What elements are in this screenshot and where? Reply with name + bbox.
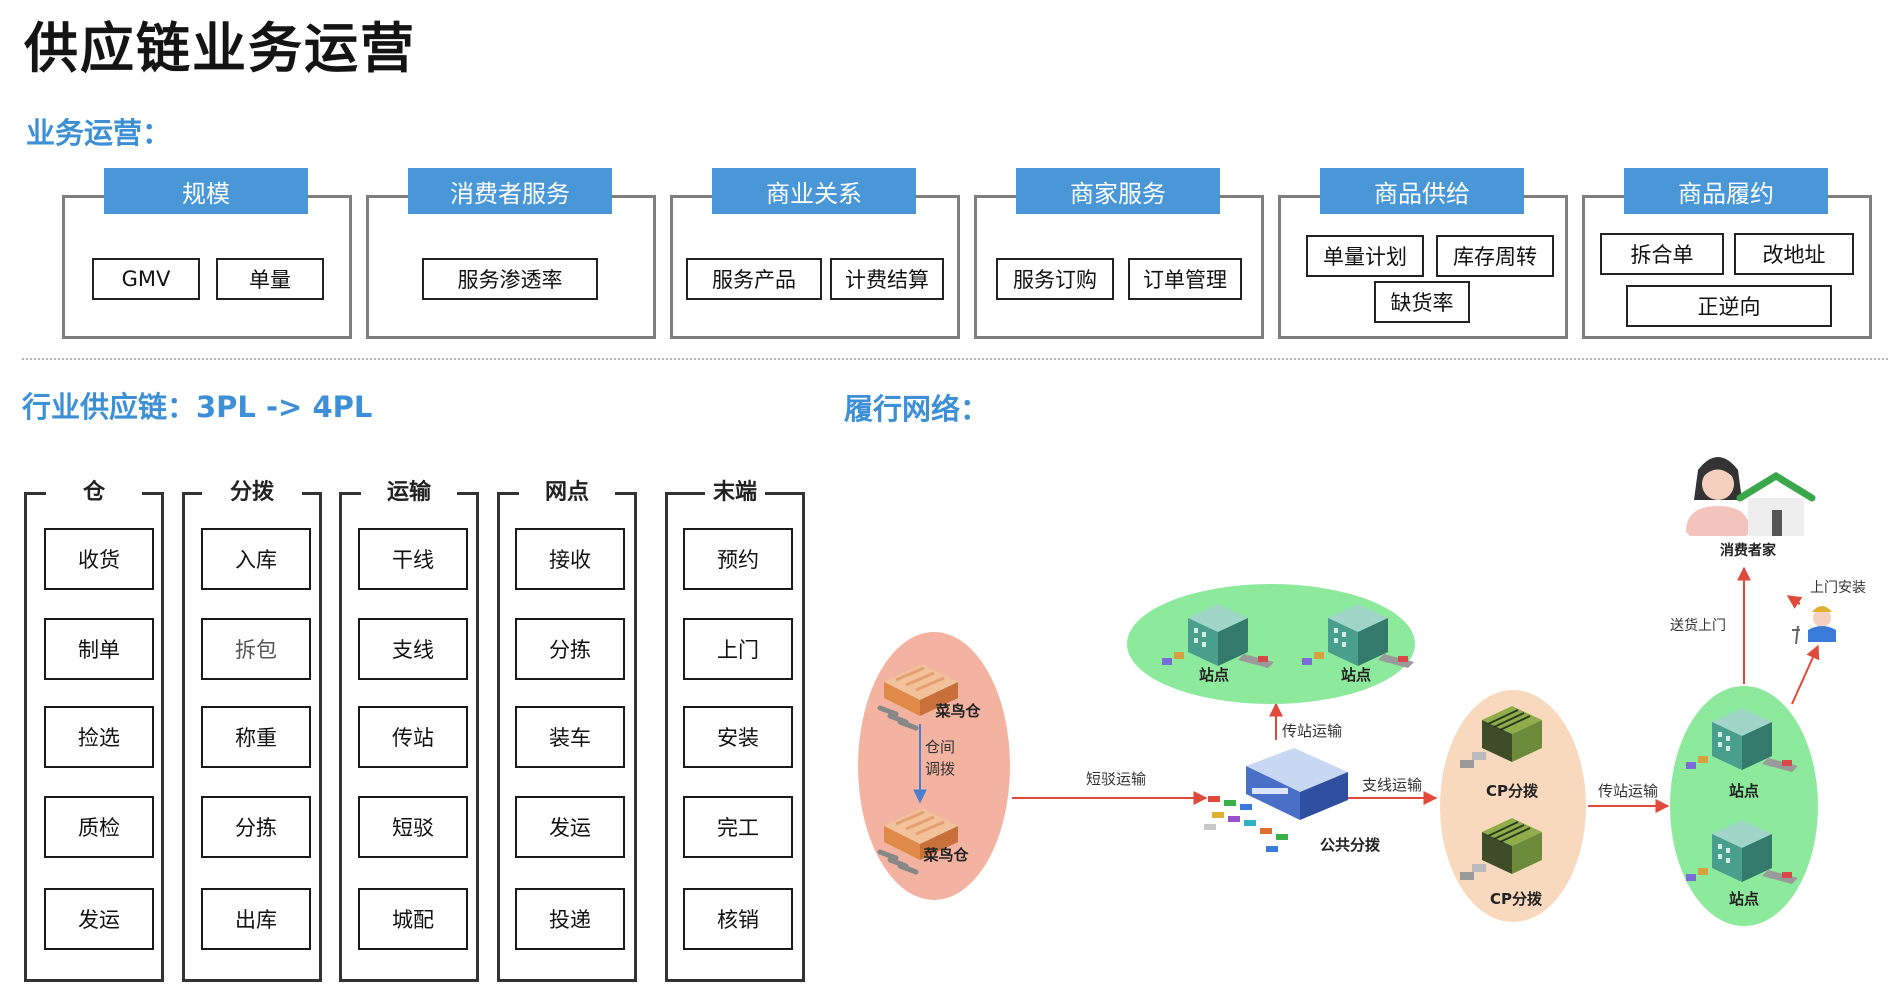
ops-tag-stockout-rate: 缺货率 [1374, 281, 1470, 323]
right-station-label-2: 站点 [1729, 890, 1759, 908]
chain-column-last-mile-tick-right [765, 492, 805, 495]
public-hub-icon [1246, 748, 1348, 820]
relay-up-label: 传站运输 [1282, 722, 1342, 740]
chain-item-make-order: 制单 [44, 618, 154, 680]
chain-column-outlet-tick-left [497, 492, 519, 495]
network-section-label: 履行网络： [844, 392, 990, 426]
install-arrow [1786, 595, 1803, 609]
deliver-label: 送货上门 [1670, 617, 1726, 634]
chain-column-last-mile-title: 末端 [712, 480, 757, 505]
chain-item-outbound: 出库 [201, 888, 311, 950]
chain-column-transport-title: 运输 [386, 480, 431, 505]
branch-label: 支线运输 [1362, 776, 1422, 794]
ops-header-consumer-service: 消费者服务 [408, 168, 612, 214]
page-title: 供应链业务运营 [24, 17, 416, 80]
chain-item-inbound: 入库 [201, 528, 311, 590]
cp-label-top: CP分拨 [1486, 782, 1539, 800]
ops-tag-split-merge: 拆合单 [1600, 233, 1724, 275]
ops-tag-gmv: GMV [92, 258, 200, 300]
ops-tag-order-volume: 单量 [216, 258, 324, 300]
chain-column-outlet [497, 492, 637, 982]
chain-item-complete: 完工 [683, 796, 793, 858]
ops-header-merchant-service: 商家服务 [1016, 168, 1220, 214]
chain-item-relay: 传站 [358, 706, 468, 768]
chain-column-warehouse-tick-left [24, 492, 46, 495]
chain-column-last-mile [665, 492, 805, 982]
chain-item-dispatch: 发运 [44, 888, 154, 950]
chain-item-receive: 收货 [44, 528, 154, 590]
ops-tag-service-penetration: 服务渗透率 [422, 258, 598, 300]
chain-item-deliver: 投递 [515, 888, 625, 950]
ops-section-label: 业务运营： [26, 116, 172, 150]
right-station-zone [1670, 686, 1818, 926]
short-haul-label: 短驳运输 [1086, 770, 1146, 788]
public-hub-vehicles-icon [1204, 796, 1288, 852]
chain-column-outlet-title: 网点 [544, 480, 589, 505]
chain-item-city-delivery: 城配 [358, 888, 468, 950]
chain-item-branch: 支线 [358, 618, 468, 680]
chain-item-sort: 分拣 [201, 796, 311, 858]
right-station-label-1: 站点 [1729, 782, 1759, 800]
ops-tag-forward-reverse: 正逆向 [1626, 285, 1832, 327]
chain-item-loading: 装车 [515, 706, 625, 768]
chain-item-write-off: 核销 [683, 888, 793, 950]
chain-item-outlet-dispatch: 发运 [515, 796, 625, 858]
ops-tag-billing: 计费结算 [830, 258, 944, 300]
section-divider [22, 358, 1888, 360]
chain-column-distribution-title: 分拨 [229, 480, 274, 505]
ops-header-fulfillment: 商品履约 [1624, 168, 1828, 214]
chain-item-weigh: 称重 [201, 706, 311, 768]
ops-tag-change-address: 改地址 [1734, 233, 1854, 275]
chain-item-appointment: 预约 [683, 528, 793, 590]
chain-item-install: 安装 [683, 706, 793, 768]
chain-column-warehouse [24, 492, 164, 982]
warehouse-label-top: 菜鸟仓 [934, 702, 981, 720]
chain-item-accept: 接收 [515, 528, 625, 590]
chain-column-transport-tick-left [339, 492, 361, 495]
chain-column-last-mile-tick-left [665, 492, 705, 495]
chain-section-label: 行业供应链：3PL -> 4PL [22, 390, 373, 424]
chain-column-distribution-tick-right [302, 492, 322, 495]
cp-label-bottom: CP分拨 [1490, 890, 1543, 908]
ops-tag-inventory-turnover: 库存周转 [1436, 235, 1554, 277]
chain-item-unpack: 拆包 [201, 618, 311, 680]
ops-tag-service-product: 服务产品 [686, 258, 822, 300]
top-station-label-1: 站点 [1199, 666, 1229, 684]
ops-header-supply: 商品供给 [1320, 168, 1524, 214]
warehouse-label-bottom: 菜鸟仓 [922, 846, 969, 864]
chain-item-short-haul: 短驳 [358, 796, 468, 858]
ops-tag-service-subscription: 服务订购 [996, 258, 1114, 300]
chain-item-quality-check: 质检 [44, 796, 154, 858]
consumer-label: 消费者家 [1720, 542, 1777, 559]
installer-icon [1792, 606, 1836, 645]
top-station-label-2: 站点 [1341, 666, 1371, 684]
public-hub-label: 公共分拨 [1320, 836, 1381, 854]
chain-column-distribution [182, 492, 322, 982]
chain-item-outlet-sort: 分拣 [515, 618, 625, 680]
chain-column-outlet-tick-right [615, 492, 637, 495]
install-label: 上门安装 [1810, 580, 1866, 596]
chain-column-transport-tick-right [457, 492, 479, 495]
ops-tag-volume-plan: 单量计划 [1306, 235, 1424, 277]
warehouse-transfer-label-2: 调拨 [925, 760, 955, 778]
warehouse-transfer-label-1: 仓间 [925, 738, 955, 756]
ops-header-scale: 规模 [104, 168, 308, 214]
relay-right-label: 传站运输 [1598, 782, 1658, 800]
consumer-home-icon [1686, 457, 1816, 536]
chain-column-transport [339, 492, 479, 982]
ops-header-business-relation: 商业关系 [712, 168, 916, 214]
chain-column-warehouse-title: 仓 [82, 480, 105, 505]
chain-column-distribution-tick-left [182, 492, 202, 495]
ops-tag-order-management: 订单管理 [1128, 258, 1242, 300]
install-station-arrow [1791, 644, 1820, 705]
chain-item-door-visit: 上门 [683, 618, 793, 680]
chain-item-trunk: 干线 [358, 528, 468, 590]
chain-item-picking: 捡选 [44, 706, 154, 768]
chain-column-warehouse-tick-right [142, 492, 164, 495]
